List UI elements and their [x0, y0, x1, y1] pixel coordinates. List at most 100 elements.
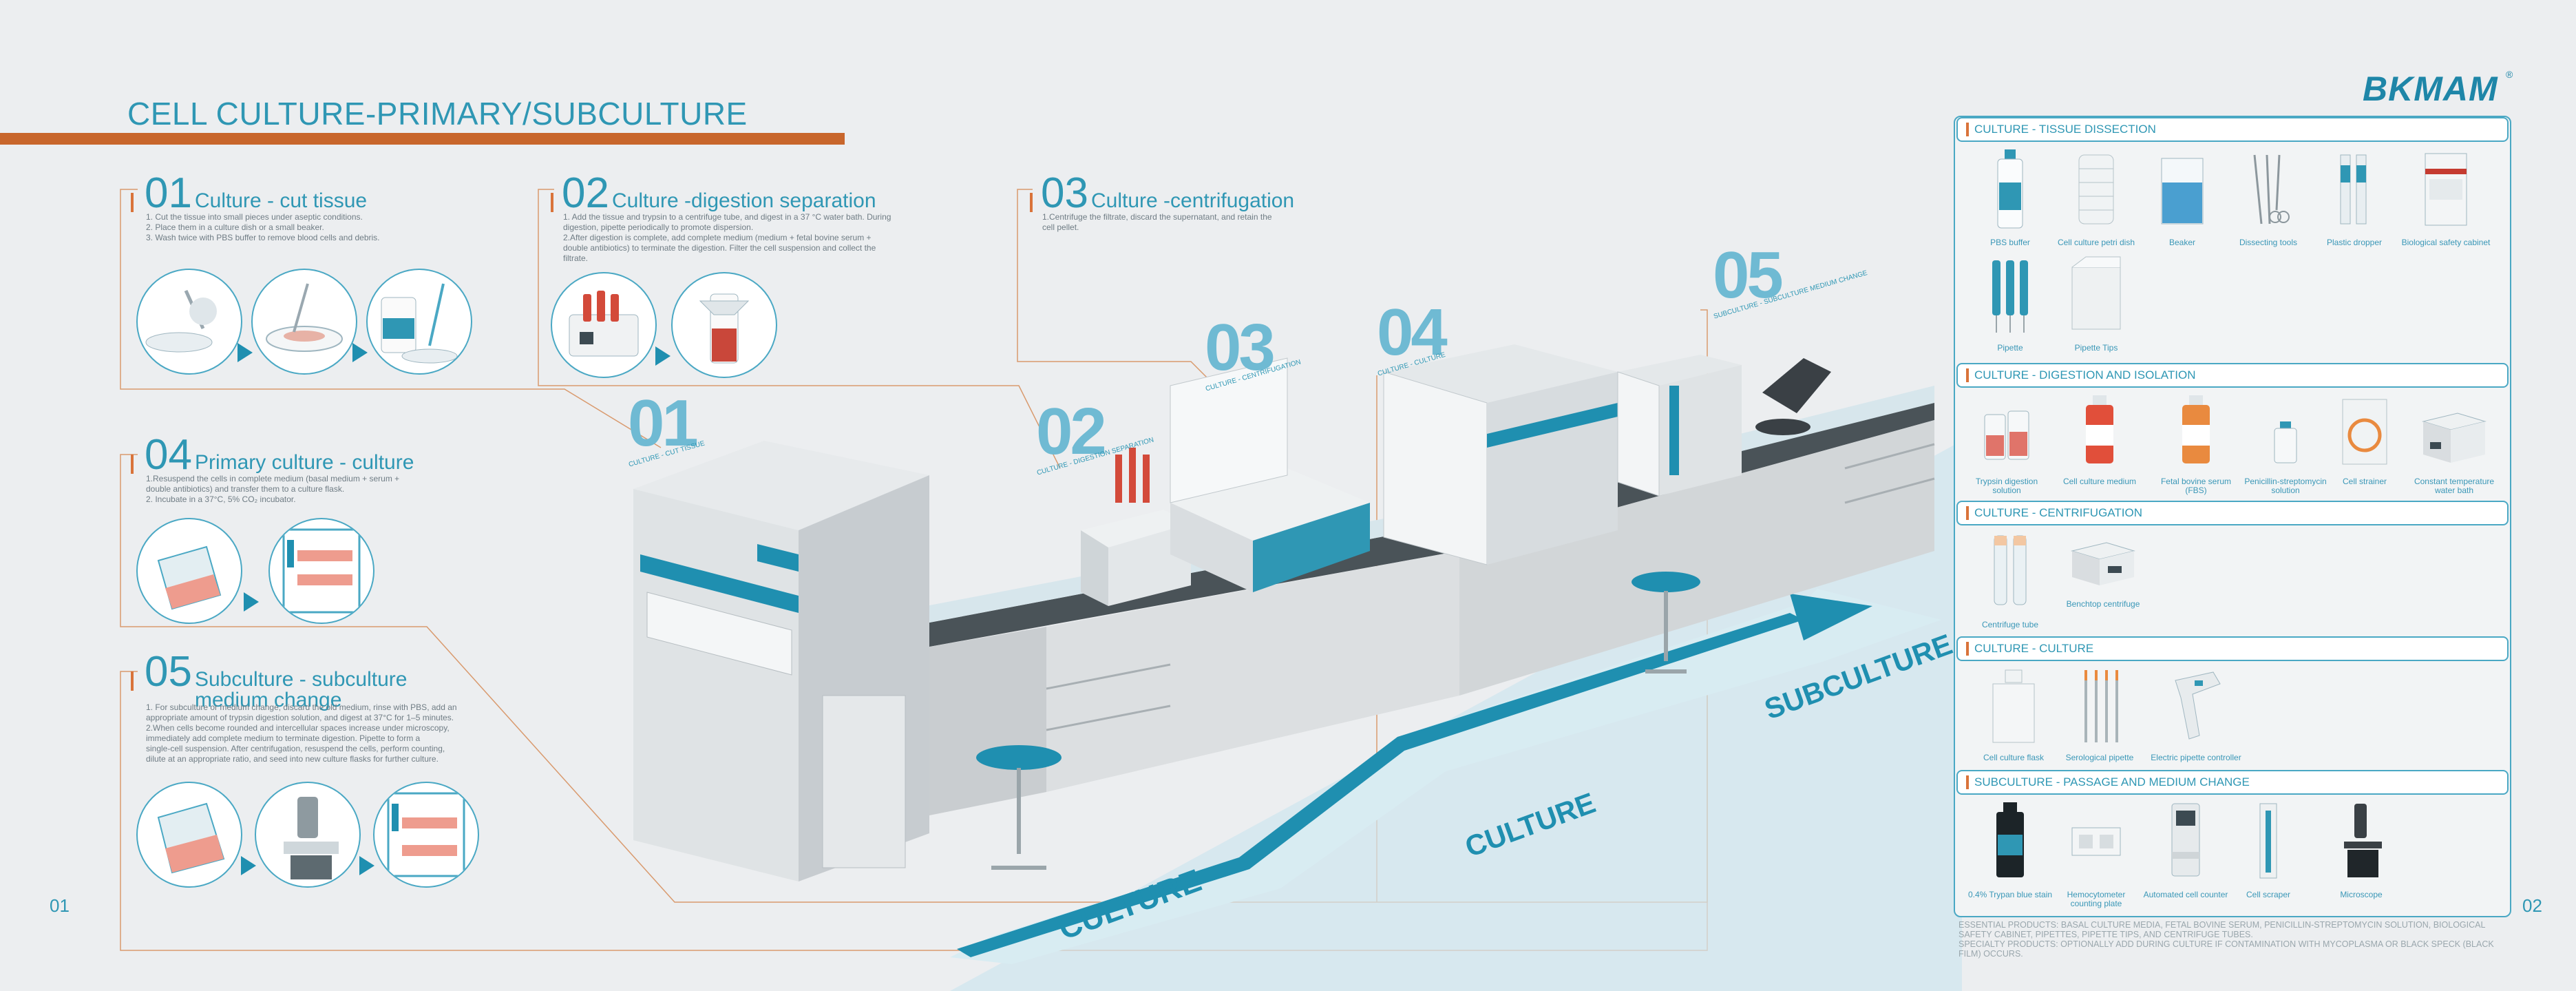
- illustration-cut-tissue: [136, 269, 242, 375]
- step-01-body: 1. Cut the tissue into small pieces unde…: [146, 212, 380, 242]
- serological-pipette-icon: [2084, 670, 2118, 742]
- page-number-right: 02: [2522, 895, 2542, 916]
- bsc-band: [640, 554, 799, 613]
- water-bath-top: [1081, 510, 1191, 547]
- scene-marker-03: 03 CULTURE - CENTRIFUGATION: [1205, 311, 1302, 393]
- illustration-microscope: [255, 782, 361, 888]
- arrow-right-icon: [655, 346, 671, 366]
- product-biosafety-cabinet: Biological safety cabinet: [2394, 148, 2498, 247]
- hood-band: [1487, 403, 1618, 448]
- section-tissue-dissection-header: CULTURE - TISSUE DISSECTION: [1956, 117, 2509, 142]
- bottle-icon: [2274, 421, 2297, 463]
- step-03-title: Culture -centrifugation: [1090, 189, 1295, 212]
- incubator-front: [1617, 371, 1660, 497]
- strainer-icon: [2342, 399, 2387, 465]
- page-number-left: 01: [50, 895, 70, 916]
- product-electric-pipette-controller: Electric pipette controller: [2144, 667, 2248, 762]
- incubator-stripe: [1669, 386, 1679, 475]
- cell-scraper-icon: [2259, 803, 2277, 879]
- product-petri-dish: Cell culture petri dish: [2051, 148, 2141, 247]
- product-cell-strainer: Cell strainer: [2330, 394, 2399, 486]
- centrifuge-lid: [1170, 357, 1288, 503]
- microscope-body: [1762, 358, 1831, 413]
- step-04-number: 04: [145, 431, 192, 479]
- hemocytometer-icon: [2071, 827, 2121, 856]
- product-dissecting-tools: Dissecting tools: [2230, 148, 2306, 247]
- product-pbs-buffer: PBS buffer: [1976, 148, 2045, 247]
- illustration-culture-dish: [251, 269, 357, 375]
- step-05-title: Subculture - subculture medium change: [194, 668, 408, 711]
- step-05-body: 1. For subculture or medium change, disc…: [146, 702, 457, 764]
- scene-marker-05: 05 SUBCULTURE - SUBCULTURE MEDIUM CHANGE: [1713, 238, 1868, 321]
- product-culture-medium: Cell culture medium: [2058, 394, 2141, 486]
- step-01-title: Culture - cut tissue: [194, 189, 368, 212]
- title-underline: [0, 133, 845, 145]
- callout-line-03: [1017, 189, 1212, 383]
- bsc-front: [633, 489, 799, 882]
- bottle-icon: [1996, 802, 2024, 877]
- footnote-essential: ESSENTIAL PRODUCTS: BASAL CULTURE MEDIA,…: [1959, 920, 2485, 939]
- microscope-base: [1755, 419, 1810, 435]
- pipette-tips-icon: [2071, 256, 2121, 330]
- bench-front-right: [1459, 420, 1934, 696]
- step-01-number: 01: [145, 169, 192, 217]
- product-benchtop-centrifuge: Benchtop centrifuge: [2058, 530, 2148, 609]
- product-serological-pipette: Serological pipette: [2058, 667, 2141, 762]
- scene-marker-02: 02 CULTURE - DIGESTION SEPARATION: [1036, 395, 1155, 477]
- floor-path-teal: [957, 613, 1804, 957]
- centrifuge-side: [1170, 503, 1253, 592]
- section-digestion-isolation-header: CULTURE - DIGESTION AND ISOLATION: [1956, 363, 2509, 388]
- stool-seat: [976, 745, 1062, 770]
- section-centrifugation-header: CULTURE - CENTRIFUGATION: [1956, 501, 2509, 525]
- dropper-icon: [2340, 154, 2367, 225]
- hood-front: [1383, 371, 1488, 565]
- water-bath-side: [1081, 530, 1108, 606]
- illustration-filtration: [671, 272, 777, 378]
- centrifuge-tube-icon: [1994, 535, 2027, 605]
- pipette-controller-icon: [2175, 671, 2221, 740]
- step-03-number: 03: [1041, 169, 1088, 217]
- floor-path-light: [950, 589, 1941, 964]
- scene-marker-01: 01 CULTURE - CUT TISSUE: [628, 386, 706, 469]
- brand-logo: BKMAM: [2363, 70, 2498, 108]
- step-04-title: Primary culture - culture: [194, 451, 414, 474]
- page-title: CELL CULTURE-PRIMARY/SUBCULTURE: [127, 96, 748, 132]
- bottle-icon: [1997, 149, 2023, 229]
- section-subculture-header: SUBCULTURE - PASSAGE AND MEDIUM CHANGE: [1956, 770, 2509, 795]
- product-fbs: Fetal bovine serum (FBS): [2151, 394, 2241, 495]
- bsc-window: [646, 592, 792, 676]
- petri-dish-icon: [2078, 154, 2114, 225]
- product-trypsin: Trypsin digestion solution: [1965, 394, 2048, 495]
- footnote-specialty: SPECIALTY PRODUCTS: OPTIONALLY ADD DURIN…: [1959, 939, 2494, 959]
- microscope-icon: [2344, 804, 2382, 877]
- bench-front-middle: [1046, 551, 1459, 792]
- bsc-top: [633, 441, 929, 530]
- step-02-number: 02: [562, 169, 609, 217]
- arrow-right-icon: [237, 343, 253, 362]
- illustration-pbs-wash: [366, 269, 472, 375]
- scene-marker-04: 04 CULTURE - CULTURE: [1377, 295, 1448, 378]
- step-04-body: 1.Resuspend the cells in complete medium…: [146, 474, 400, 504]
- illustration-culture-flask: [136, 518, 242, 624]
- incubator-top: [1618, 355, 1742, 386]
- product-automated-cell-counter: Automated cell counter: [2141, 800, 2230, 899]
- step-05-number: 05: [145, 648, 192, 696]
- cabinet-icon: [2425, 153, 2467, 226]
- stool-leg: [991, 768, 1046, 870]
- drawer-lines: [1046, 443, 1935, 731]
- arrow-right-icon: [244, 592, 259, 612]
- product-pipette: Pipette: [1976, 253, 2045, 353]
- product-plastic-dropper: Plastic dropper: [2320, 148, 2389, 247]
- product-microscope: Microscope: [2316, 800, 2406, 899]
- cell-counter-icon: [2171, 803, 2200, 877]
- incubator-side: [1659, 365, 1742, 496]
- product-trypan-blue: 0.4% Trypan blue stain: [1965, 800, 2055, 899]
- brand-registered-mark: ®: [2506, 69, 2513, 80]
- tube-red: [1115, 455, 1122, 503]
- illustration-flask-medium: [136, 782, 242, 888]
- step-02-body: 1. Add the tissue and trypsin to a centr…: [563, 212, 891, 263]
- centrifuge-top: [1170, 468, 1370, 541]
- product-pen-strep: Penicillin-streptomycin solution: [2241, 394, 2330, 495]
- centrifuge-front: [1253, 503, 1370, 592]
